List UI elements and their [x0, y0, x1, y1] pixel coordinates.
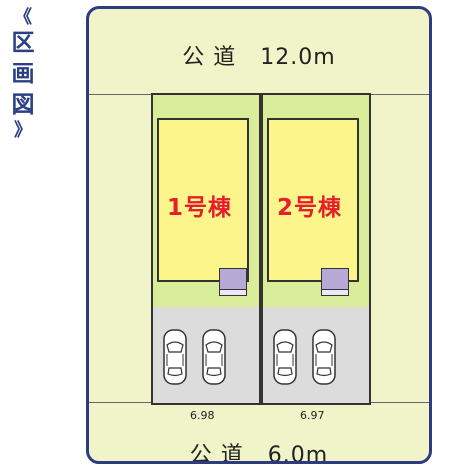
car-icon [273, 329, 297, 385]
title-char-2: 画 [11, 61, 35, 87]
car-icon [312, 329, 336, 385]
lot-2-building [267, 118, 359, 282]
top-road-label: 公 道 12.0m [89, 39, 429, 71]
car-icon [163, 329, 187, 385]
title-char-3: 図 [11, 92, 35, 118]
title-open-bracket: 《 [14, 7, 32, 28]
top-road-word: 公 道 [182, 45, 237, 70]
lot-1-frontage: 6.98 [190, 409, 215, 422]
lot-1-entrance [219, 268, 247, 290]
lot-2: 2号棟 [261, 93, 371, 405]
lot-2-entrance [321, 268, 349, 290]
lot-1-building [157, 118, 249, 282]
lot-2-frontage: 6.97 [300, 409, 325, 422]
bottom-road-width: 6.0m [267, 443, 329, 464]
lot-1: 1号棟 [151, 93, 261, 405]
title-char-1: 区 [11, 30, 35, 56]
bottom-road-word: 公 道 [189, 443, 244, 464]
lot-2-entrance-step [321, 289, 349, 296]
lot-1-building-label: 1号棟 [167, 195, 233, 221]
site-plan-panel: 公 道12.0m N 1号棟 [86, 6, 432, 464]
top-road-width: 12.0m [260, 45, 336, 70]
lot-1-entrance-step [219, 289, 247, 296]
section-map-title: 《 区 画 図 》 [6, 8, 40, 141]
car-icon [202, 329, 226, 385]
bottom-road-label: 公 道 6.0m [89, 437, 429, 464]
title-close-bracket: 》 [14, 120, 32, 141]
lot-2-building-label: 2号棟 [277, 195, 343, 221]
